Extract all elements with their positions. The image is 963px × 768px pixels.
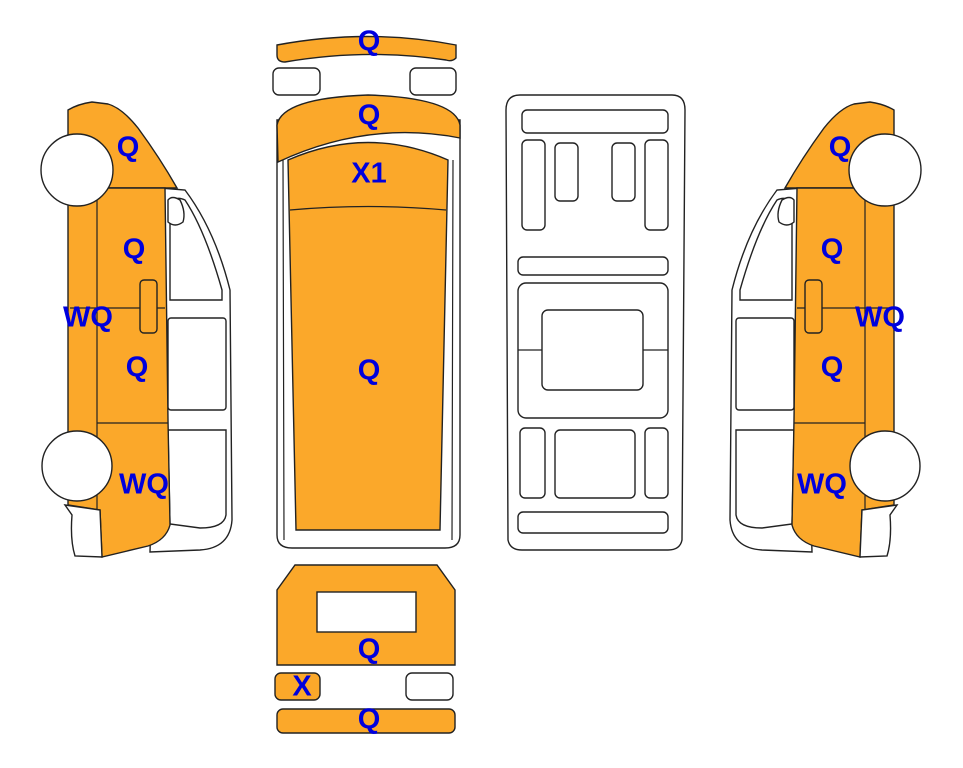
label-left-sill[interactable]: WQ [63, 301, 113, 334]
rear-light-left[interactable] [274, 672, 321, 701]
label-right-rear-door[interactable]: Q [820, 351, 844, 384]
headlight-left [272, 67, 321, 96]
label-right-rear-quarter[interactable]: WQ [797, 468, 847, 501]
label-right-sill[interactable]: WQ [855, 301, 905, 334]
rear-window [316, 591, 417, 633]
rear-bumper-panel[interactable] [276, 708, 456, 734]
label-left-front-fender[interactable]: Q [116, 131, 140, 164]
label-rear-door[interactable]: Q [357, 633, 381, 666]
label-front-bumper[interactable]: Q [357, 25, 381, 58]
front-bumper-panel[interactable] [276, 35, 457, 63]
rear-view [274, 564, 456, 734]
roof-panel[interactable] [287, 141, 449, 531]
label-left-rear-quarter[interactable]: WQ [119, 468, 169, 501]
headlight-right [409, 67, 457, 96]
label-rear-light-left[interactable]: X [292, 670, 312, 703]
hood-panel[interactable] [276, 94, 461, 164]
top-view [272, 35, 461, 549]
label-left-rear-door[interactable]: Q [125, 351, 149, 384]
rear-light-right [405, 672, 454, 701]
label-right-front-fender[interactable]: Q [828, 131, 852, 164]
label-rear-bumper[interactable]: Q [357, 703, 381, 736]
label-windshield[interactable]: X1 [351, 157, 387, 190]
underside-view [505, 94, 686, 551]
label-roof[interactable]: Q [357, 354, 381, 387]
label-hood[interactable]: Q [357, 99, 381, 132]
label-right-front-door[interactable]: Q [820, 233, 844, 266]
label-left-front-door[interactable]: Q [122, 233, 146, 266]
